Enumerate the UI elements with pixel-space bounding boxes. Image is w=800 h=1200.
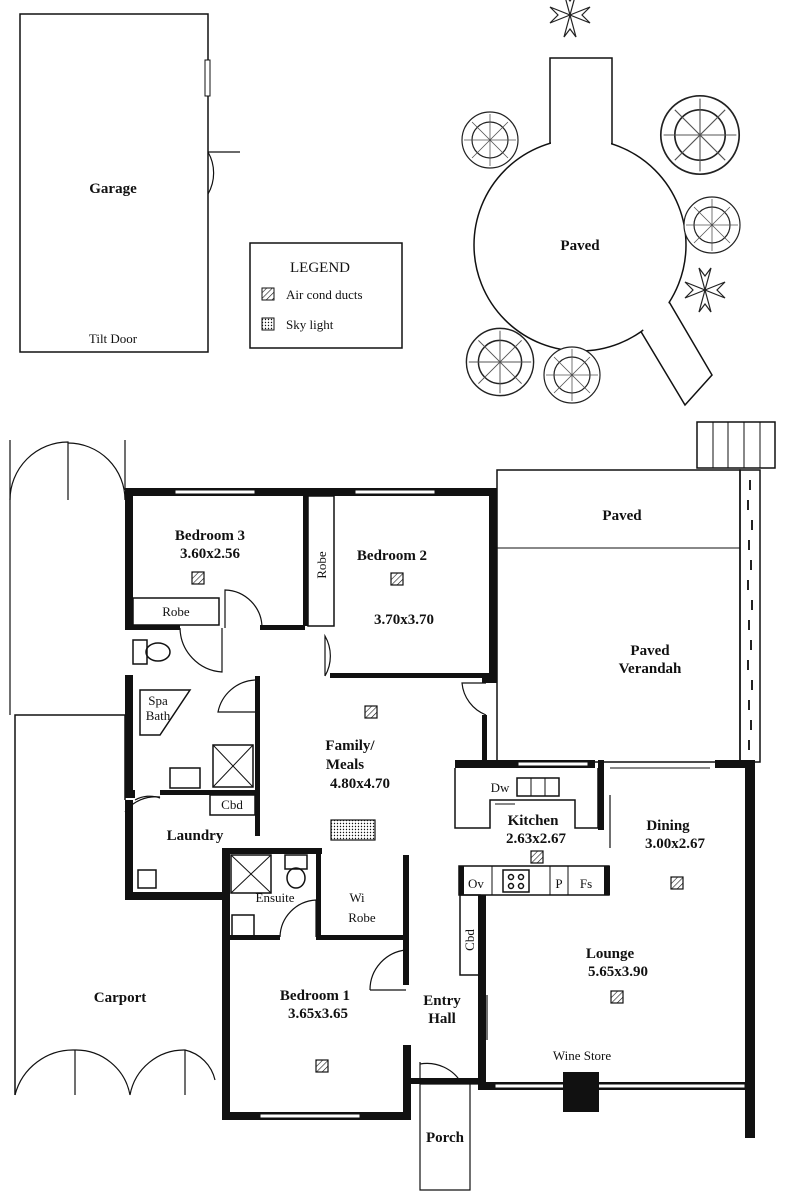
toilet-icon — [284, 854, 308, 870]
tree-icon — [659, 94, 741, 176]
wi-robe-label: Robe — [348, 910, 376, 925]
wi-robe-label: Wi — [349, 890, 365, 905]
cbd-label: Cbd — [462, 929, 477, 951]
verandah: Paved Paved Verandah — [496, 469, 761, 763]
air-cond-duct-icon — [530, 850, 544, 864]
spa-bath-label: Spa — [148, 693, 168, 708]
porch-label: Porch — [426, 1130, 465, 1146]
spa-bath-icon — [139, 689, 192, 736]
lounge-name: Lounge — [586, 946, 635, 962]
spa-bath-label: Bath — [146, 708, 171, 723]
kitchen-name: Kitchen — [508, 813, 559, 829]
laundry-tub-icon — [137, 869, 157, 889]
bedroom1-size: 3.65x3.65 — [288, 1006, 348, 1022]
family-size: 4.80x4.70 — [330, 776, 390, 792]
toilet-icon — [132, 639, 148, 665]
pantry-label: P — [555, 876, 562, 891]
plant-icon — [549, 0, 591, 38]
entry-hall-label: Entry — [423, 993, 461, 1009]
dining-size: 3.00x2.67 — [645, 836, 706, 852]
skylight-icon — [261, 317, 275, 331]
wine-store-block — [563, 1072, 599, 1112]
kitchen-size: 2.63x2.67 — [506, 831, 567, 847]
plant-icon — [684, 267, 726, 313]
air-cond-duct-icon — [390, 572, 404, 586]
bedroom3-size: 3.60x2.56 — [180, 546, 241, 562]
dining-name: Dining — [646, 818, 690, 834]
skylight-icon — [330, 819, 376, 841]
cbd-label: Cbd — [221, 797, 243, 812]
legend-item: Air cond ducts — [286, 287, 363, 302]
legend-item: Sky light — [286, 317, 334, 332]
air-cond-duct-icon — [261, 287, 275, 301]
ensuite-label: Ensuite — [256, 890, 295, 905]
doors — [124, 589, 611, 1191]
entry-hall-label: Hall — [428, 1011, 456, 1027]
paved-circle: Paved — [461, 0, 741, 407]
basin-icon — [231, 914, 255, 938]
family-name: Meals — [326, 757, 364, 773]
dishwasher-label: Dw — [491, 780, 510, 795]
verandah-label: Verandah — [619, 661, 682, 677]
tilt-door-label: Tilt Door — [89, 331, 138, 346]
lounge-size: 5.65x3.90 — [588, 964, 648, 980]
bedroom3-name: Bedroom 3 — [175, 528, 245, 544]
bedroom2-robe — [307, 495, 335, 627]
family-name: Family/ — [325, 738, 375, 754]
tree-icon — [465, 327, 535, 397]
shower-icon — [212, 744, 254, 788]
gate-top-left — [9, 440, 126, 715]
bedroom2-name: Bedroom 2 — [357, 548, 427, 564]
wine-store-label: Wine Store — [553, 1048, 612, 1063]
garage-label: Garage — [89, 181, 137, 197]
cooktop-icon — [502, 869, 530, 893]
paved-top-label: Paved — [602, 508, 642, 524]
tree-icon — [461, 111, 519, 169]
tree-icon — [683, 196, 741, 254]
paved-label: Paved — [560, 238, 600, 254]
bedroom1-name: Bedroom 1 — [280, 988, 350, 1004]
bedroom2-size: 3.70x3.70 — [374, 612, 434, 628]
legend-title: LEGEND — [290, 260, 350, 276]
air-cond-duct-icon — [670, 876, 684, 890]
fridge-space-label: Fs — [580, 876, 592, 891]
carport: Carport — [14, 714, 216, 1096]
air-cond-duct-icon — [191, 571, 205, 585]
carport-label: Carport — [94, 990, 147, 1006]
walls — [125, 488, 755, 1138]
bedroom3-robe — [132, 597, 220, 626]
air-cond-duct-icon — [610, 990, 624, 1004]
garage: Garage Tilt Door — [19, 13, 240, 353]
basin-icon — [169, 767, 201, 789]
laundry-label: Laundry — [167, 828, 224, 844]
sink-icon — [516, 777, 560, 797]
robe-label: Robe — [162, 604, 190, 619]
steps — [696, 421, 776, 469]
tree-icon — [543, 346, 601, 404]
air-cond-duct-icon — [364, 705, 378, 719]
legend: LEGEND Air cond ducts Sky light — [249, 242, 403, 349]
air-cond-duct-icon — [315, 1059, 329, 1073]
robe-label: Robe — [314, 551, 329, 579]
shower-icon — [230, 854, 272, 894]
verandah-label: Paved — [630, 643, 670, 659]
oven-label: Ov — [468, 876, 484, 891]
